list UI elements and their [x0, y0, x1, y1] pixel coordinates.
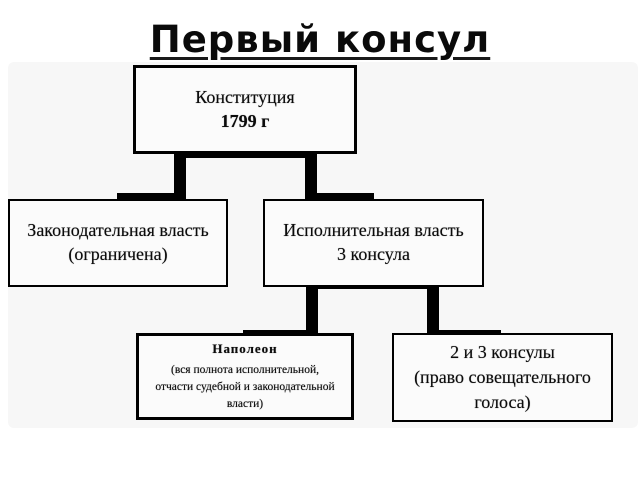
node-second-third-consuls: 2 и 3 консулы (право совещательного голо… — [392, 333, 613, 422]
page-title-text: Первый консул — [149, 18, 491, 61]
connector-top-right-vertical — [305, 149, 317, 201]
node-executive-power: Исполнительная власть 3 консула — [263, 199, 484, 287]
node-napoleon-line3: власти) — [226, 398, 264, 411]
node-napoleon: Наполеон (вся полнота исполнительной, от… — [136, 333, 354, 420]
node-consuls-line1: 2 и 3 консулы — [450, 342, 555, 363]
page-title: Первый консул — [0, 18, 640, 61]
connector-top-right-foot — [305, 193, 374, 201]
node-consuls-line2: (право совещательного — [414, 367, 591, 388]
connector-top-left-vertical — [174, 149, 186, 201]
node-consuls-line3: голоса) — [474, 391, 531, 412]
node-legislative-line2: (ограничена) — [68, 244, 168, 264]
connector-top-left-foot — [117, 193, 186, 201]
node-constitution-1799: Конституция 1799 г — [133, 65, 357, 154]
node-napoleon-line1: (вся полнота исполнительной, — [171, 363, 319, 376]
node-legislative-power: Законодательная власть (ограничена) — [8, 199, 228, 287]
node-napoleon-heading: Наполеон — [212, 341, 278, 357]
node-constitution-line1: Конституция — [195, 86, 295, 107]
connector-bottom-left-vertical — [306, 280, 318, 338]
node-legislative-line1: Законодательная власть — [27, 220, 209, 241]
node-constitution-line2: 1799 г — [220, 110, 270, 131]
node-napoleon-line2: отчасти судебной и законодательной — [155, 381, 335, 394]
connector-bottom-right-vertical — [427, 280, 439, 338]
node-executive-line2: 3 консула — [337, 244, 410, 264]
node-executive-line1: Исполнительная власть — [283, 220, 464, 241]
